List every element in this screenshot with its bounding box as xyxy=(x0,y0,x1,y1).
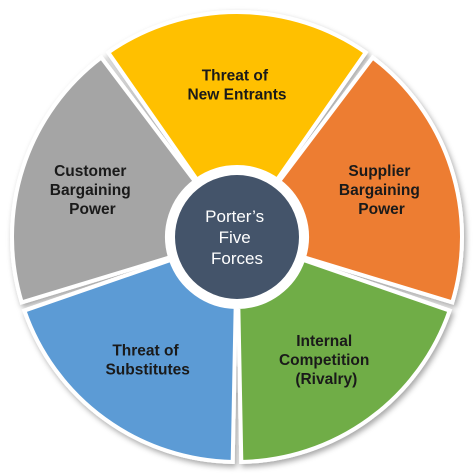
label-customer-power: Customer Bargaining Power xyxy=(50,163,135,218)
label-substitutes: Threat of Substitutes xyxy=(105,342,189,378)
label-new-entrants: Threat of New Entrants xyxy=(187,68,286,104)
label-internal-competition: Internal Competition (Rivalry) xyxy=(279,333,374,388)
center-circle xyxy=(175,175,299,299)
label-supplier-power: Supplier Bargaining Power xyxy=(339,163,424,218)
forces-wheel xyxy=(10,10,464,464)
center-label: Porter’s Five Forces xyxy=(205,207,269,268)
